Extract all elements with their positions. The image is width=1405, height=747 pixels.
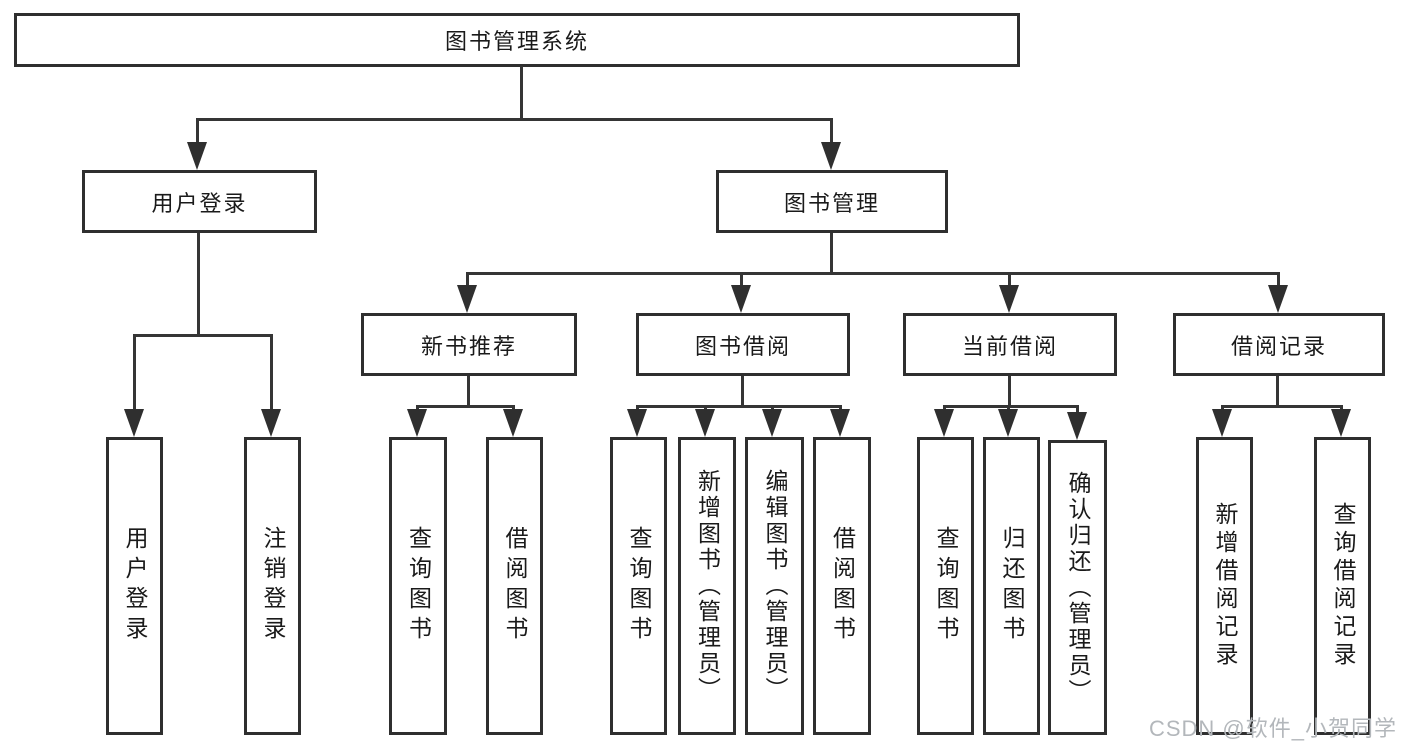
- arrowhead-leaf: [1212, 409, 1232, 437]
- arrowhead-leaf: [934, 409, 954, 437]
- leaf-records-query-record: 查询借阅记录: [1314, 437, 1371, 735]
- leaf-borrow-add-books-admin-label: 新增图书（管理员）: [694, 469, 721, 703]
- connector-borrow-stem: [741, 376, 744, 408]
- leaf-current-confirm-return-admin: 确认归还（管理员）: [1048, 440, 1107, 735]
- node-root: 图书管理系统: [14, 13, 1020, 67]
- connector-current-rail: [943, 405, 1079, 408]
- connector-drop-records: [1277, 272, 1280, 290]
- connector-drop-recommend: [466, 272, 469, 290]
- connector-user-stem: [197, 233, 200, 337]
- arrowhead-borrow: [731, 285, 751, 313]
- leaf-current-query-books: 查询图书: [917, 437, 974, 735]
- leaf-recommend-query-books-label: 查询图书: [405, 526, 432, 646]
- connector-mgmt-rail: [466, 272, 1280, 275]
- arrowhead-recommend: [457, 285, 477, 313]
- connector-drop-book-mgmt: [830, 118, 833, 150]
- connector-drop: [1076, 405, 1079, 413]
- arrowhead-records: [1268, 285, 1288, 313]
- arrowhead-leaf-logout: [261, 409, 281, 437]
- leaf-user-login: 用户登录: [106, 437, 163, 735]
- leaf-user-login-label: 用户登录: [122, 526, 148, 646]
- arrowhead-leaf: [830, 409, 850, 437]
- connector-recommend-stem: [467, 376, 470, 408]
- connector-records-rail: [1221, 405, 1343, 408]
- leaf-records-query-record-label: 查询借阅记录: [1330, 502, 1356, 670]
- node-user-login: 用户登录: [82, 170, 317, 233]
- node-user-login-label: 用户登录: [151, 190, 248, 216]
- connector-current-stem: [1008, 376, 1011, 408]
- node-book-borrow-label: 图书借阅: [694, 333, 791, 359]
- leaf-borrow-edit-books-admin: 编辑图书（管理员）: [745, 437, 804, 735]
- leaf-borrow-borrow-books: 借阅图书: [813, 437, 871, 735]
- leaf-current-return-books-label: 归还图书: [999, 526, 1025, 646]
- connector-root-stem: [520, 66, 523, 120]
- connector-mgmt-stem: [830, 233, 833, 274]
- node-book-mgmt-label: 图书管理: [783, 190, 880, 216]
- leaf-borrow-borrow-books-label: 借阅图书: [829, 526, 856, 646]
- node-root-label: 图书管理系统: [444, 29, 589, 54]
- node-new-book-recommend: 新书推荐: [361, 313, 577, 376]
- leaf-records-add-record-label: 新增借阅记录: [1212, 502, 1238, 670]
- arrowhead-leaf-login: [124, 409, 144, 437]
- arrowhead-leaf: [627, 409, 647, 437]
- csdn-watermark: CSDN @软件_小贺同学: [1148, 716, 1397, 741]
- connector-records-stem: [1276, 376, 1279, 408]
- arrowhead-user-login: [187, 142, 207, 170]
- leaf-borrow-query-books-label: 查询图书: [626, 526, 652, 646]
- leaf-recommend-borrow-books-label: 借阅图书: [502, 526, 528, 646]
- leaf-logout: 注销登录: [244, 437, 301, 735]
- node-new-book-recommend-label: 新书推荐: [420, 333, 517, 359]
- node-book-mgmt: 图书管理: [716, 170, 948, 233]
- connector-drop-user-login: [196, 118, 199, 150]
- node-borrow-records-label: 借阅记录: [1230, 333, 1327, 359]
- node-current-borrow-label: 当前借阅: [961, 333, 1058, 359]
- arrowhead-current: [999, 285, 1019, 313]
- connector-borrow-rail: [636, 405, 842, 408]
- leaf-borrow-query-books: 查询图书: [610, 437, 667, 735]
- node-current-borrow: 当前借阅: [903, 313, 1117, 376]
- arrowhead-leaf: [998, 409, 1018, 437]
- connector-recommend-rail: [416, 405, 515, 408]
- leaf-recommend-borrow-books: 借阅图书: [486, 437, 543, 735]
- leaf-logout-label: 注销登录: [260, 526, 286, 646]
- node-book-borrow: 图书借阅: [636, 313, 850, 376]
- arrowhead-leaf: [1067, 412, 1087, 440]
- node-borrow-records: 借阅记录: [1173, 313, 1385, 376]
- arrowhead-leaf: [762, 409, 782, 437]
- connector-user-rail: [133, 334, 273, 337]
- leaf-borrow-edit-books-admin-label: 编辑图书（管理员）: [762, 469, 788, 703]
- leaf-recommend-query-books: 查询图书: [389, 437, 447, 735]
- leaf-records-add-record: 新增借阅记录: [1196, 437, 1253, 735]
- leaf-current-return-books: 归还图书: [983, 437, 1040, 735]
- leaf-current-confirm-return-admin-label: 确认归还（管理员）: [1065, 470, 1091, 705]
- connector-drop-borrow: [740, 272, 743, 290]
- arrowhead-leaf: [1331, 409, 1351, 437]
- leaf-current-query-books-label: 查询图书: [933, 526, 959, 646]
- connector-root-rail: [196, 118, 833, 121]
- arrowhead-leaf: [695, 409, 715, 437]
- arrowhead-leaf: [407, 409, 427, 437]
- arrowhead-book-mgmt: [821, 142, 841, 170]
- leaf-borrow-add-books-admin: 新增图书（管理员）: [678, 437, 736, 735]
- connector-drop-leaf-logout: [270, 334, 273, 412]
- connector-drop-current: [1008, 272, 1011, 290]
- arrowhead-leaf: [503, 409, 523, 437]
- connector-drop-leaf-login: [133, 334, 136, 412]
